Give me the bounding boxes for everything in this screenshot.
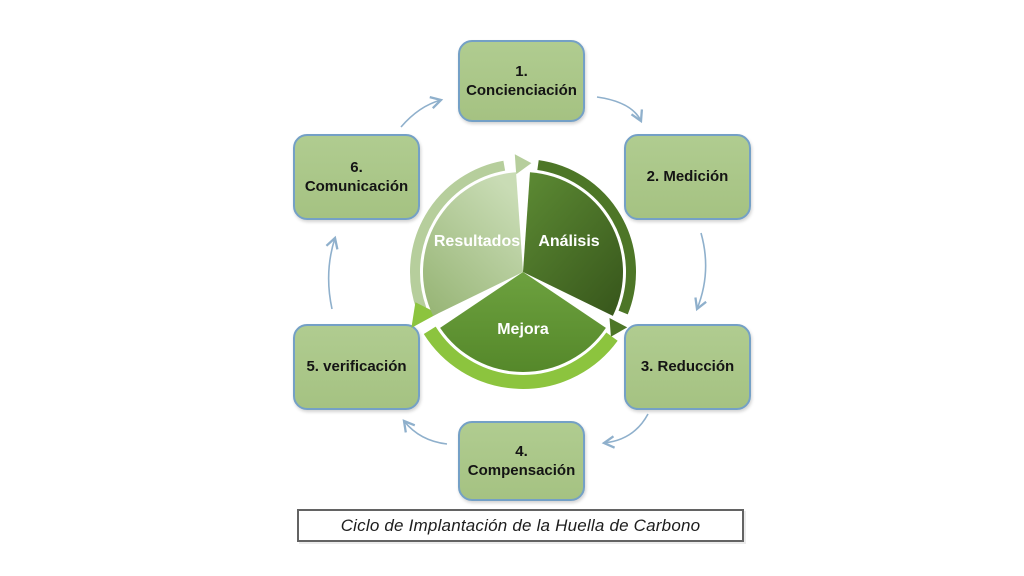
step-label-5: 5. verificación	[306, 358, 407, 376]
step-label-1: 1. Concienciación	[466, 62, 577, 100]
mejora-arrowhead-icon	[411, 302, 438, 328]
analisis-arc-icon	[537, 160, 636, 315]
step-box-comunicacion: 6. Comunicación	[293, 134, 420, 220]
mejora-arc-icon	[423, 326, 618, 389]
arrow-step6-to-step1-icon	[400, 95, 444, 128]
arrow-step3-to-step4-icon	[601, 413, 649, 449]
segment-label-mejora: Mejora	[497, 321, 549, 338]
step-label-2: 2. Medición	[646, 168, 729, 186]
arrow-step5-to-step6-icon	[325, 235, 339, 310]
segment-mejora	[440, 272, 606, 372]
resultados-arrowhead-icon	[514, 154, 532, 175]
cycle-diagram: Análisis Mejora Resultados	[410, 154, 636, 389]
step-label-3: 3. Reducción	[640, 358, 735, 376]
step-box-compensacion: 4. Compensación	[458, 421, 585, 501]
segment-resultados	[422, 172, 523, 316]
arrow-step1-to-step2-icon	[596, 96, 644, 124]
arrow-step2-to-step3-icon	[694, 232, 707, 312]
arrow-step4-to-step5-icon	[402, 419, 448, 445]
resultados-arc-icon	[410, 160, 506, 311]
cycle-rotation-ring	[410, 154, 636, 389]
step-box-medicion: 2. Medición	[624, 134, 751, 220]
slide-title: Ciclo de Implantación de la Huella de Ca…	[340, 515, 701, 535]
segment-label-resultados: Resultados	[434, 233, 520, 250]
step-box-concienciacion: 1. Concienciación	[458, 40, 585, 122]
analisis-arrowhead-icon	[609, 318, 628, 337]
segment-label-analisis: Análisis	[538, 233, 599, 250]
step-box-verificacion: 5. verificación	[293, 324, 420, 410]
title-box: Ciclo de Implantación de la Huella de Ca…	[297, 509, 744, 542]
step-label-6: 6. Comunicación	[304, 158, 409, 196]
cycle-pie: Análisis Mejora Resultados	[422, 172, 624, 372]
segment-analisis	[523, 172, 624, 316]
step-label-4: 4. Compensación	[467, 442, 576, 480]
step-box-reduccion: 3. Reducción	[624, 324, 751, 410]
